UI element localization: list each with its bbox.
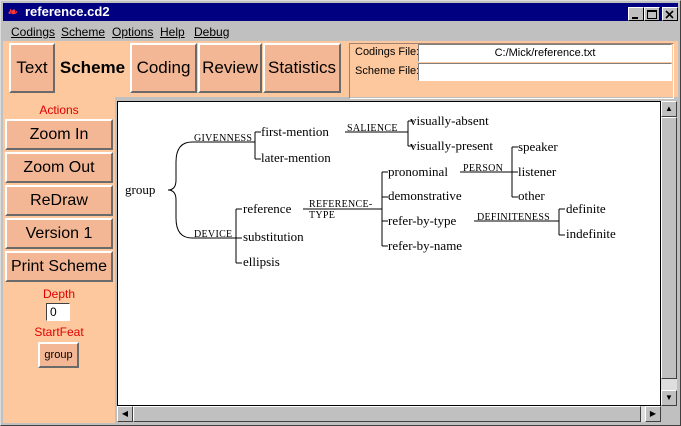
horizontal-scrollbar[interactable]: ◀ ▶ xyxy=(117,406,661,422)
feature-listener[interactable]: listener xyxy=(518,164,557,179)
tab-coding[interactable]: Coding xyxy=(130,43,197,93)
actions-heading: Actions xyxy=(39,103,79,117)
startfeat-button[interactable]: group xyxy=(38,342,79,368)
system-device[interactable]: DEVICE xyxy=(194,229,233,240)
minimize-button[interactable] xyxy=(628,7,644,21)
scroll-right-button[interactable]: ▶ xyxy=(645,406,661,422)
zoom-in-button[interactable]: Zoom In xyxy=(5,119,113,150)
feature-visually-present[interactable]: visually-present xyxy=(410,138,494,153)
menu-bar: Codings Scheme Options Help Debug xyxy=(3,23,678,41)
version-button[interactable]: Version 1 xyxy=(5,218,113,249)
maximize-button[interactable] xyxy=(644,7,660,21)
horizontal-scroll-thumb[interactable] xyxy=(133,406,641,422)
menu-scheme[interactable]: Scheme xyxy=(61,25,106,39)
close-button[interactable] xyxy=(662,7,678,21)
startfeat-label: StartFeat xyxy=(34,325,84,339)
vertical-scroll-thumb[interactable] xyxy=(661,117,677,379)
maximize-icon xyxy=(647,10,657,19)
feature-speaker[interactable]: speaker xyxy=(518,139,558,154)
feature-indefinite[interactable]: indefinite xyxy=(566,226,616,241)
scheme-canvas[interactable]: group GIVENNESS first-mention later-ment… xyxy=(117,101,661,406)
system-salience[interactable]: SALIENCE xyxy=(347,123,398,134)
feature-other[interactable]: other xyxy=(518,188,545,203)
codings-file-field[interactable]: C:/Mick/reference.txt xyxy=(418,44,672,62)
feature-later-mention[interactable]: later-mention xyxy=(261,150,331,165)
scheme-root[interactable]: group xyxy=(125,182,156,197)
zoom-out-button[interactable]: Zoom Out xyxy=(5,152,113,183)
scroll-down-button[interactable]: ▼ xyxy=(661,390,677,406)
system-reference-type-line2: TYPE xyxy=(309,210,336,221)
menu-codings[interactable]: Codings xyxy=(11,25,56,39)
codings-file-label: Codings File: xyxy=(355,46,420,58)
tab-statistics[interactable]: Statistics xyxy=(263,43,341,93)
tk-feather-icon: ❧ xyxy=(7,5,18,19)
files-panel xyxy=(349,43,674,99)
print-scheme-button[interactable]: Print Scheme xyxy=(5,251,113,282)
minimize-icon xyxy=(632,17,638,19)
scheme-file-label: Scheme File: xyxy=(355,65,420,77)
feature-ellipsis[interactable]: ellipsis xyxy=(243,254,280,269)
scheme-tree-lines xyxy=(167,120,565,264)
vertical-scrollbar[interactable]: ▲ ▼ xyxy=(661,101,677,406)
system-person[interactable]: PERSON xyxy=(463,163,504,174)
feature-demonstrative[interactable]: demonstrative xyxy=(388,188,462,203)
redraw-button[interactable]: ReDraw xyxy=(5,185,113,216)
feature-refer-by-type[interactable]: refer-by-type xyxy=(388,213,457,228)
feature-pronominal[interactable]: pronominal xyxy=(388,164,448,179)
system-definiteness[interactable]: DEFINITENESS xyxy=(477,212,551,223)
menu-options[interactable]: Options xyxy=(112,25,154,39)
depth-label: Depth xyxy=(42,287,76,301)
scheme-file-field[interactable] xyxy=(418,63,672,81)
menu-debug[interactable]: Debug xyxy=(194,25,230,39)
window-title: reference.cd2 xyxy=(25,4,110,19)
scroll-left-button[interactable]: ◀ xyxy=(117,406,133,422)
tab-text[interactable]: Text xyxy=(9,43,55,93)
title-bar[interactable]: ❧ reference.cd2 xyxy=(3,3,678,21)
feature-definite[interactable]: definite xyxy=(566,201,606,216)
depth-input[interactable]: 0 xyxy=(46,303,70,321)
system-reference-type[interactable]: REFERENCE- xyxy=(309,199,373,210)
feature-first-mention[interactable]: first-mention xyxy=(261,124,329,139)
scroll-up-button[interactable]: ▲ xyxy=(661,101,677,117)
tab-review[interactable]: Review xyxy=(198,43,262,93)
scroll-corner xyxy=(661,406,677,422)
menu-help[interactable]: Help xyxy=(160,25,185,39)
feature-reference[interactable]: reference xyxy=(243,201,292,216)
feature-refer-by-name[interactable]: refer-by-name xyxy=(388,238,463,253)
feature-substitution[interactable]: substitution xyxy=(243,229,304,244)
tab-scheme[interactable]: Scheme xyxy=(56,43,129,93)
feature-visually-absent[interactable]: visually-absent xyxy=(410,113,489,128)
system-givenness[interactable]: GIVENNESS xyxy=(194,133,253,144)
close-icon xyxy=(665,10,674,19)
